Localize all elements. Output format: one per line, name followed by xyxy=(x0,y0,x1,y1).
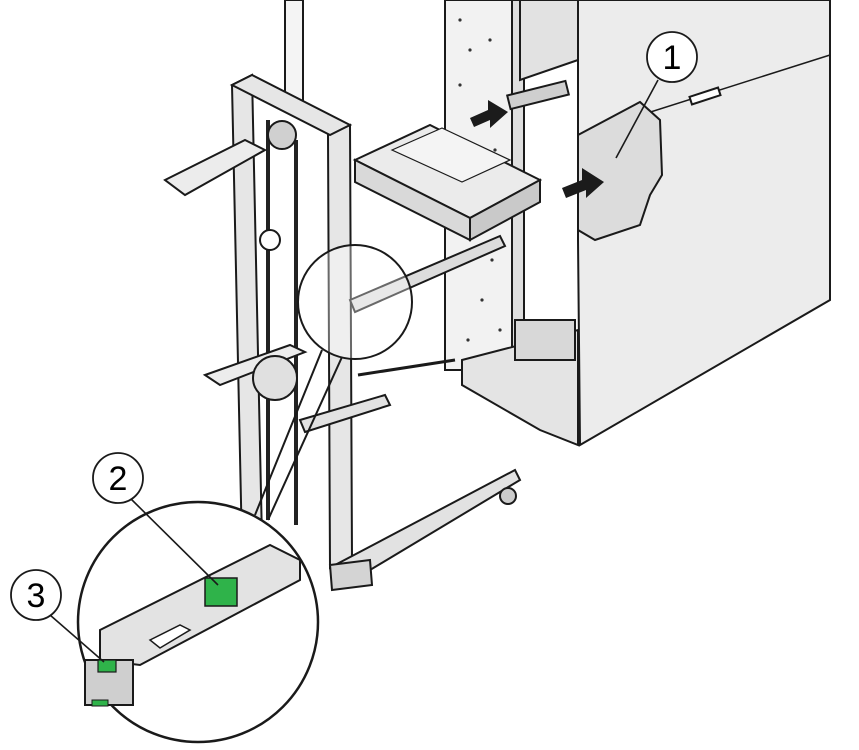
callout-3-leader xyxy=(49,614,105,663)
callout-3: 3 xyxy=(10,569,105,663)
magnifier-ring-small xyxy=(297,244,413,360)
callout-2-leader xyxy=(129,497,219,586)
lift-winch-drum xyxy=(252,355,298,401)
callout-1-leader xyxy=(615,79,659,159)
server-side-face xyxy=(469,178,541,242)
lift-base-leg-back xyxy=(298,393,392,434)
rack-cabinet xyxy=(284,0,831,447)
callout-1: 1 xyxy=(615,31,698,159)
lift-base-foot xyxy=(328,558,374,592)
callout-2-circle xyxy=(92,452,144,504)
magnifier-lead-right xyxy=(267,356,343,521)
slide-rail-keyhole xyxy=(148,624,192,649)
magnifier-lead-left xyxy=(254,349,323,516)
lift-deck xyxy=(348,234,507,314)
lift-lower-handle xyxy=(202,343,308,387)
rail-bottom-latch xyxy=(91,699,109,707)
callout-1-label: 1 xyxy=(663,39,682,77)
rail-front-latch xyxy=(97,659,117,673)
rack-panel-cutaway xyxy=(577,100,664,242)
insert-arrows xyxy=(470,100,604,198)
insert-arrow-upper xyxy=(470,100,508,128)
installed-unit xyxy=(514,319,576,361)
rear-rail-bracket xyxy=(505,79,571,111)
callout-2-label: 2 xyxy=(109,460,128,498)
lift-crank-handle xyxy=(163,138,268,197)
lift-strut xyxy=(357,358,456,377)
mechanical-lift xyxy=(163,73,522,592)
callout-3-label: 3 xyxy=(27,577,46,615)
detail-magnifier-small xyxy=(254,244,413,521)
callout-1-circle xyxy=(646,31,698,83)
callout-3-circle xyxy=(10,569,62,621)
server-chassis xyxy=(352,123,543,302)
lift-caster-rear xyxy=(499,487,517,505)
server-top-panel xyxy=(390,127,512,183)
insert-arrow-lower xyxy=(562,168,604,198)
detail-magnifier-large xyxy=(76,500,320,744)
rack-top-frame xyxy=(519,0,579,82)
callout-2: 2 xyxy=(92,452,219,586)
lift-crank-hub xyxy=(259,229,281,251)
lift-top-pulley xyxy=(267,120,297,150)
rack-panel-handle xyxy=(688,86,722,106)
lift-top-bar xyxy=(229,73,353,137)
rail-release-tab xyxy=(204,577,238,607)
